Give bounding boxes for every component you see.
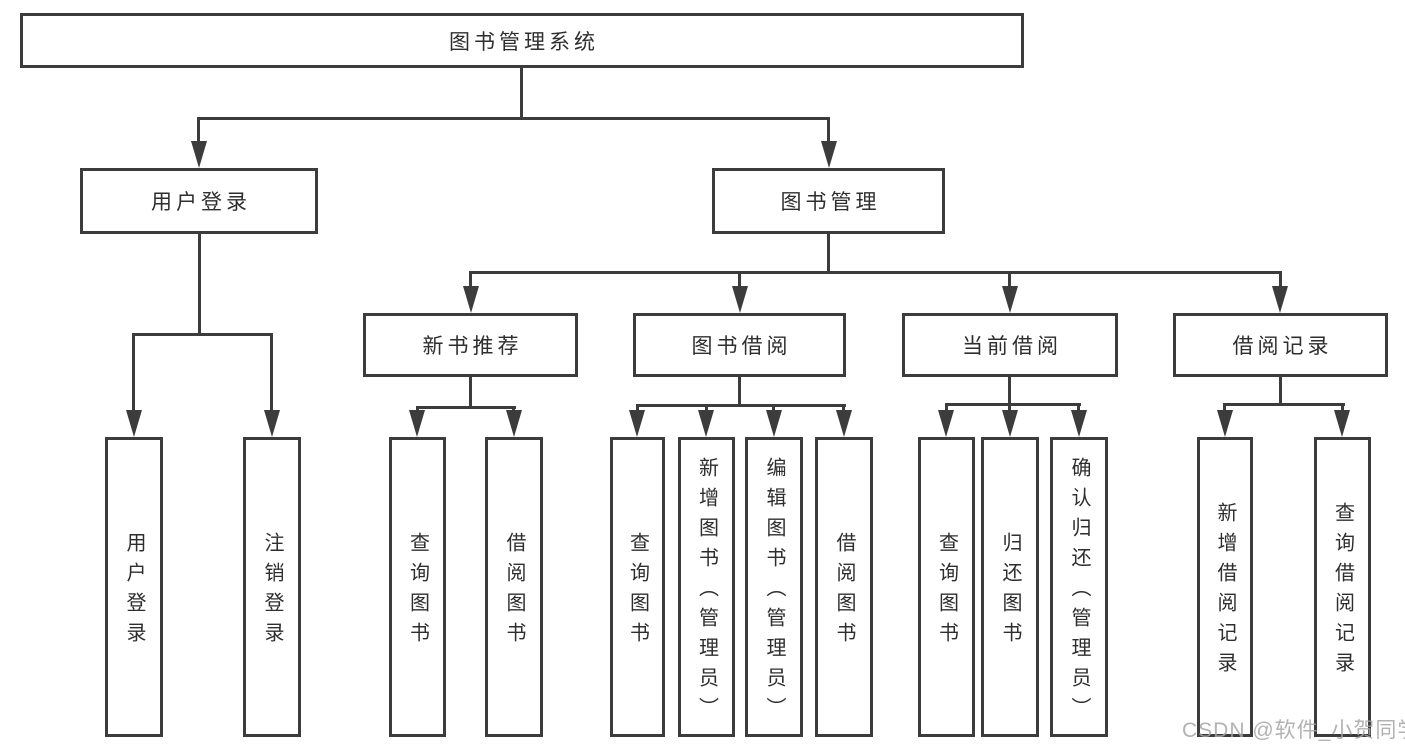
leaf-label: 借阅图书	[503, 532, 525, 652]
connector-line	[636, 404, 639, 413]
leaf-label: 编辑图书（管理员）	[763, 457, 785, 727]
arrow-down-icon	[1002, 410, 1018, 437]
arrow-down-icon	[698, 410, 714, 437]
leaf-label: 查询图书	[935, 532, 958, 652]
node-current-borrowing: 当前借阅	[902, 313, 1118, 377]
node-label: 图书管理系统	[449, 30, 599, 54]
connector-line	[520, 68, 523, 120]
connector-line	[416, 406, 516, 409]
leaf-label: 注销登录	[261, 532, 283, 652]
arrow-down-icon	[463, 286, 479, 313]
connector-line	[738, 377, 741, 407]
leaf-label: 归还图书	[999, 532, 1021, 652]
arrow-down-icon	[766, 410, 782, 437]
leaf-edit-book-admin: 编辑图书（管理员）	[745, 437, 803, 737]
arrow-down-icon	[506, 410, 522, 437]
node-label: 用户登录	[151, 191, 251, 214]
connector-line	[1008, 403, 1011, 413]
node-new-book-recommend: 新书推荐	[363, 313, 578, 377]
connector-line	[469, 271, 1282, 274]
arrow-down-icon	[836, 410, 852, 437]
connector-line	[705, 404, 708, 413]
node-label: 借阅记录	[1232, 335, 1333, 358]
leaf-add-borrow-record: 新增借阅记录	[1197, 437, 1253, 737]
connector-line	[1077, 403, 1080, 413]
leaf-borrow-books-recommend: 借阅图书	[485, 437, 543, 737]
connector-line	[132, 333, 273, 336]
leaf-add-book-admin: 新增图书（管理员）	[678, 437, 735, 737]
node-label: 图书借阅	[691, 335, 792, 358]
leaf-query-books-current: 查询图书	[918, 437, 975, 737]
leaf-label: 查询图书	[626, 532, 649, 652]
arrow-down-icon	[629, 410, 645, 437]
connector-line	[1279, 271, 1282, 289]
arrow-down-icon	[1071, 410, 1087, 437]
connector-line	[197, 117, 830, 120]
leaf-label: 新增图书（管理员）	[695, 457, 718, 727]
node-root: 图书管理系统	[20, 13, 1024, 68]
leaf-label: 确认归还（管理员）	[1068, 457, 1090, 727]
connector-line	[636, 404, 846, 407]
connector-line	[270, 333, 273, 413]
leaf-query-books-recommend: 查询图书	[389, 437, 446, 737]
leaf-label: 借阅图书	[833, 532, 855, 652]
node-borrowing-records: 借阅记录	[1173, 313, 1388, 377]
connector-line	[827, 234, 830, 274]
connector-line	[842, 404, 845, 413]
leaf-label: 查询借阅记录	[1331, 502, 1354, 682]
connector-line	[1341, 403, 1344, 413]
arrow-down-icon	[409, 410, 425, 437]
watermark: CSDN @软件_小贺同学	[1182, 719, 1405, 742]
connector-line	[738, 271, 741, 289]
arrow-down-icon	[264, 410, 280, 437]
node-label: 当前借阅	[962, 335, 1062, 358]
connector-line	[132, 333, 135, 413]
leaf-user-login: 用户登录	[105, 437, 163, 737]
node-label: 图书管理	[780, 191, 881, 214]
connector-line	[469, 377, 472, 409]
leaf-borrow-books-borrowing: 借阅图书	[815, 437, 873, 737]
arrow-down-icon	[732, 286, 748, 313]
connector-line	[945, 403, 948, 413]
node-user-login: 用户登录	[80, 168, 318, 234]
connector-line	[1008, 271, 1011, 289]
leaf-query-books-borrowing: 查询图书	[610, 437, 665, 737]
connector-line	[469, 271, 472, 289]
leaf-logout: 注销登录	[243, 437, 301, 737]
connector-line	[1008, 377, 1011, 406]
arrow-down-icon	[126, 410, 142, 437]
arrow-down-icon	[1002, 286, 1018, 313]
arrow-down-icon	[821, 141, 837, 168]
connector-line	[1223, 403, 1226, 413]
leaf-query-borrow-record: 查询借阅记录	[1314, 437, 1371, 737]
arrow-down-icon	[191, 141, 207, 168]
node-book-management: 图书管理	[712, 168, 945, 234]
connector-line	[198, 234, 201, 336]
node-label: 新书推荐	[422, 335, 523, 358]
arrow-down-icon	[1217, 410, 1233, 437]
connector-line	[772, 404, 775, 413]
leaf-label: 用户登录	[123, 532, 145, 652]
leaf-return-books: 归还图书	[981, 437, 1039, 737]
arrow-down-icon	[938, 410, 954, 437]
arrow-down-icon	[1272, 286, 1288, 313]
leaf-label: 查询图书	[406, 532, 429, 652]
node-book-borrowing: 图书借阅	[633, 313, 846, 377]
leaf-confirm-return-admin: 确认归还（管理员）	[1050, 437, 1108, 737]
connector-line	[827, 117, 830, 144]
connector-line	[945, 403, 1081, 406]
leaf-label: 新增借阅记录	[1214, 502, 1236, 682]
arrow-down-icon	[1334, 410, 1350, 437]
connector-line	[197, 117, 200, 144]
connector-line	[1223, 403, 1345, 406]
connector-line	[1279, 377, 1282, 406]
